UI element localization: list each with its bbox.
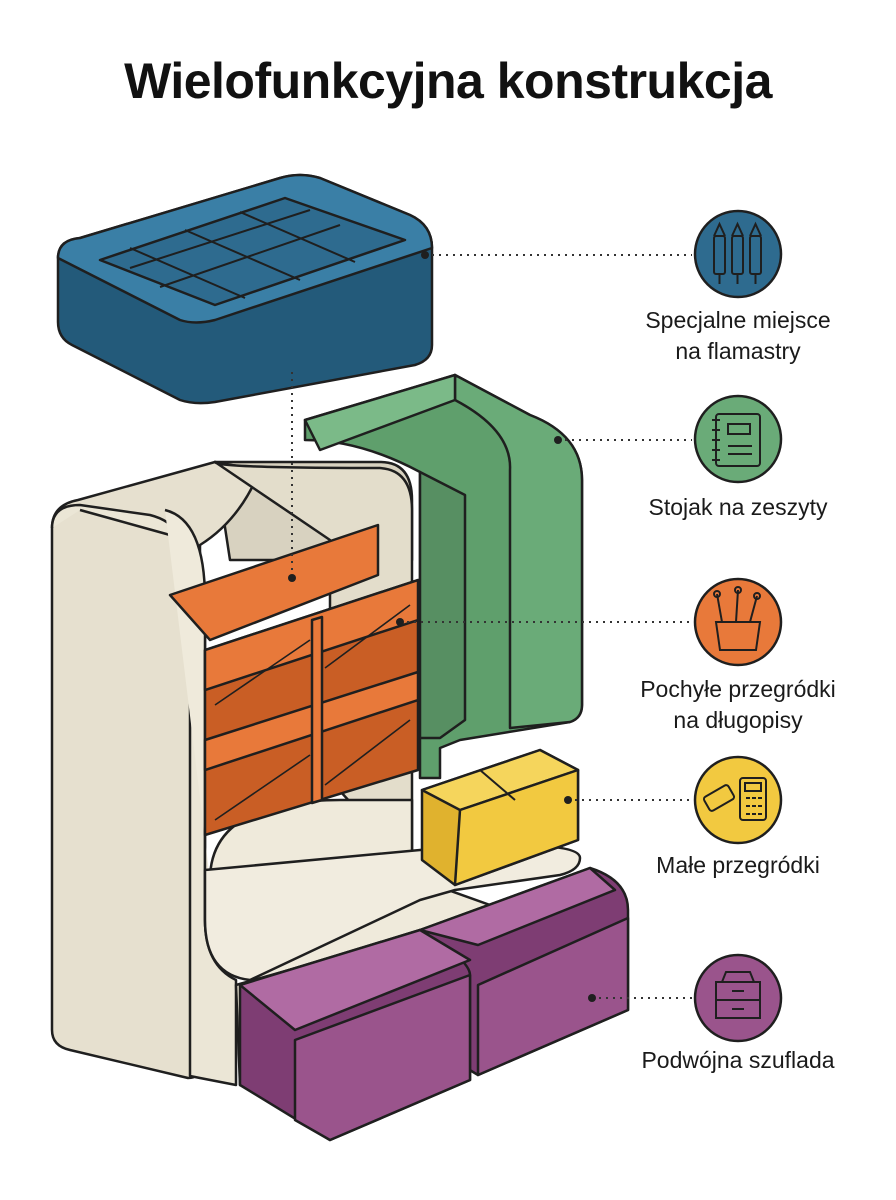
pen-dividers [168, 523, 420, 837]
eraser-calculator-icon [693, 755, 783, 845]
pen-cup-glyph [713, 586, 762, 651]
marker-tray [56, 173, 434, 405]
feature-label-drawers: Podwójna szuflada [641, 1047, 835, 1073]
notebook-icon [693, 394, 783, 484]
feature-label-stand: Stojak na zeszyty [648, 494, 828, 520]
drawers-icon [693, 953, 783, 1043]
markers-glyph [713, 221, 762, 284]
feature-label-small: Małe przegródki [656, 852, 820, 878]
leader-dots [288, 251, 596, 1002]
notebook-glyph [712, 413, 761, 467]
small-dividers-box [420, 748, 580, 887]
double-drawer [238, 866, 630, 1142]
eraser-calculator-glyph [702, 777, 767, 821]
notebook-stand [303, 373, 584, 780]
leader-lines [291, 254, 692, 999]
drawers-glyph [715, 971, 761, 1019]
page-title: Wielofunkcyjna konstrukcja [124, 53, 772, 109]
